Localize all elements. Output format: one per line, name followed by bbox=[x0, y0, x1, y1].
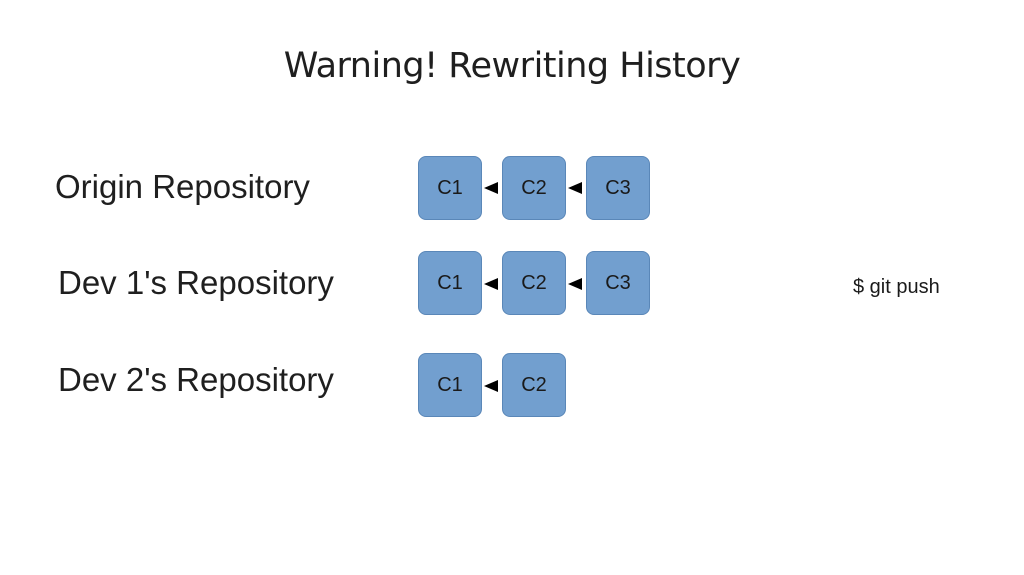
origin-arrow-c2-to-c1 bbox=[484, 182, 498, 194]
dev1-commit-c1: C1 bbox=[418, 251, 482, 315]
origin-commit-c3: C3 bbox=[586, 156, 650, 220]
origin-arrow-c3-to-c2 bbox=[568, 182, 582, 194]
git-push-command: $ git push bbox=[853, 276, 940, 298]
dev1-arrow-c2-to-c1 bbox=[484, 278, 498, 290]
origin-repository-label: Origin Repository bbox=[55, 168, 310, 205]
slide-title: Warning! Rewriting History bbox=[283, 46, 741, 86]
dev2-repository-label: Dev 2's Repository bbox=[58, 361, 334, 398]
dev2-commit-c2: C2 bbox=[502, 353, 566, 417]
dev2-commit-c1: C1 bbox=[418, 353, 482, 417]
origin-commit-c1: C1 bbox=[418, 156, 482, 220]
dev1-commit-c2: C2 bbox=[502, 251, 566, 315]
dev1-repository-label: Dev 1's Repository bbox=[58, 264, 334, 301]
dev2-arrow-c2-to-c1 bbox=[484, 380, 498, 392]
origin-commit-c2: C2 bbox=[502, 156, 566, 220]
dev1-arrow-c3-to-c2 bbox=[568, 278, 582, 290]
dev1-commit-c3: C3 bbox=[586, 251, 650, 315]
